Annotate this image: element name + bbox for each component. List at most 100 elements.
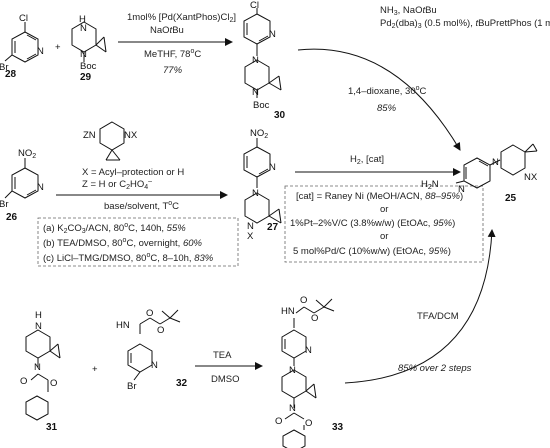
step6-yield: 85% over 2 steps <box>398 363 472 374</box>
nx-label: NX <box>124 130 138 141</box>
step3-option-b: (b) TEA/DMSO, 80oC, overnight, 60% <box>43 237 203 249</box>
carbonyl-o2: O <box>275 416 282 427</box>
compound-33: HN O O N N N O O 33 <box>275 295 344 448</box>
step1-base: NaOtBu <box>150 25 184 36</box>
x-label: X <box>247 231 254 242</box>
step4-conditions: H2, [cat] [cat] = Raney Ni (MeOH/ACN, 88… <box>284 154 484 263</box>
step2-solvent: 1,4–dioxane, 30oC <box>348 85 427 97</box>
nh-h: H <box>35 310 42 321</box>
compound-id-27: 27 <box>267 222 279 233</box>
step2-yield: 85% <box>377 103 397 114</box>
step4-cat-3: 5 mol%Pd/C (10%w/w) (EtOAc, 95%) <box>293 246 451 257</box>
step1-yield: 77% <box>163 65 183 76</box>
piperazine-n1: N <box>252 55 259 66</box>
compound-id-30: 30 <box>274 110 286 121</box>
boc-label: Boc <box>80 61 97 72</box>
step5-reagent: TEA <box>213 350 232 361</box>
bromine-label: Br <box>127 381 137 392</box>
carbamate-n: N <box>289 403 296 414</box>
compound-25: H2N N N NX 25 <box>421 143 538 204</box>
chlorine-label: Cl <box>19 13 28 24</box>
compound-id-29: 29 <box>80 72 92 83</box>
step6-conditions: TFA/DCM 85% over 2 steps <box>344 229 496 384</box>
n-label: N <box>80 49 87 60</box>
nitro-label: NO2 <box>18 148 36 160</box>
step4-catalyst-box <box>284 185 484 263</box>
compound-29: H N N Boc 29 <box>71 14 107 83</box>
pyridine-n: N <box>269 29 276 40</box>
step4-reagent: H2, [cat] <box>350 154 384 166</box>
compound-id-32: 32 <box>176 378 188 389</box>
bromine-label: Br <box>0 62 9 73</box>
compound-id-28: 28 <box>5 69 17 80</box>
step3-option-c: (c) LiCl–TMG/DMSO, 80oC, 8–10h, 83% <box>43 252 214 264</box>
piperazine-n1: N <box>492 157 499 168</box>
step3-z-definition: Z = H or C2HO4– <box>82 178 152 191</box>
plus-sign: + <box>92 364 98 375</box>
compound-26: NO2 N Br 26 <box>0 148 44 223</box>
nx-label: N <box>247 221 254 232</box>
step4-cat-1: [cat] = Raney Ni (MeOH/ACN, 88–95%) <box>296 191 463 202</box>
compound-id-26: 26 <box>6 212 18 223</box>
compound-31: H N N O O 31 <box>20 310 61 433</box>
step2-line2: Pd2(dba)3 (0.5 mol%), tBuPrettPhos (1 mo… <box>380 18 550 30</box>
carbonyl-o: O <box>146 308 153 319</box>
step2-arrow <box>297 48 461 151</box>
step6-reagent: TFA/DCM <box>417 311 459 322</box>
step5-solvent: DMSO <box>211 374 240 385</box>
step3-conditions: X = Acyl–protection or H Z = H or C2HO4–… <box>37 167 239 267</box>
boc-label: Boc <box>253 100 270 111</box>
reagent-amine: ZN NX <box>83 121 138 161</box>
compound-32: HN O O N Br 32 <box>116 308 188 392</box>
step6-arrow <box>344 229 496 384</box>
step5-conditions: TEA DMSO <box>195 350 263 385</box>
piperazine-n2: N <box>252 87 259 98</box>
step3-option-a: (a) K2CO3/ACN, 80oC, 140h, 55% <box>43 222 186 235</box>
compound-id-33: 33 <box>332 422 344 433</box>
nh-label: H <box>79 14 86 25</box>
step3-x-definition: X = Acyl–protection or H <box>82 167 184 178</box>
compound-28: Cl N Br 28 <box>0 13 44 80</box>
chlorine-label: Cl <box>250 0 259 11</box>
compound-id-31: 31 <box>46 422 58 433</box>
compound-30: Cl N N N Boc 30 <box>243 0 286 121</box>
compound-id-25: 25 <box>505 193 517 204</box>
compound-27: NO2 N N N X 27 <box>243 128 282 242</box>
amine-label: H2N <box>421 179 439 191</box>
step1-conditions: 1mol% [Pd(XantPhos)Cl2] NaOtBu MeTHF, 78… <box>118 12 236 76</box>
zn-label: ZN <box>83 130 96 141</box>
nitrogen-label: N <box>37 46 44 57</box>
step4-or-1: or <box>380 204 388 215</box>
step4-or-2: or <box>380 231 388 242</box>
step2-line1: NH3, NaOtBu <box>380 5 437 17</box>
step3-conditions-label: base/solvent, ToC <box>104 200 179 212</box>
step3-options-box <box>37 217 239 267</box>
nitro-label: NO2 <box>250 128 268 140</box>
piperazine-n1: N <box>289 365 296 376</box>
piperazine-n1: N <box>252 188 259 199</box>
nitrogen-label: N <box>37 182 44 193</box>
pyridine-n: N <box>305 345 312 356</box>
step2-conditions: NH3, NaOtBu Pd2(dba)3 (0.5 mol%), tBuPre… <box>297 5 550 151</box>
pyridine-n: N <box>269 162 276 173</box>
step1-solvent: MeTHF, 78oC <box>144 48 201 60</box>
pyridine-n: N <box>151 360 158 371</box>
plus-sign: + <box>55 42 61 53</box>
nh-nitrogen: N <box>35 321 42 332</box>
pyridine-n: N <box>458 184 465 195</box>
step1-catalyst: 1mol% [Pd(XantPhos)Cl2] <box>127 12 236 24</box>
ester-o2: O <box>305 418 312 429</box>
hn-label: HN <box>281 306 295 317</box>
nh-nitrogen: N <box>80 23 87 34</box>
step4-cat-2: 1%Pt–2%V/C (3.8%w/w) (EtOAc, 95%) <box>290 218 455 229</box>
bromine-label: Br <box>0 199 9 210</box>
hn-label: HN <box>116 320 130 331</box>
carbonyl-o: O <box>20 376 27 387</box>
ester-o: O <box>50 378 57 389</box>
carbamate-n: N <box>34 362 41 373</box>
ester-o: O <box>311 313 318 324</box>
ester-o: O <box>157 325 164 336</box>
carbonyl-o: O <box>300 295 307 306</box>
nx-label: NX <box>524 172 538 183</box>
